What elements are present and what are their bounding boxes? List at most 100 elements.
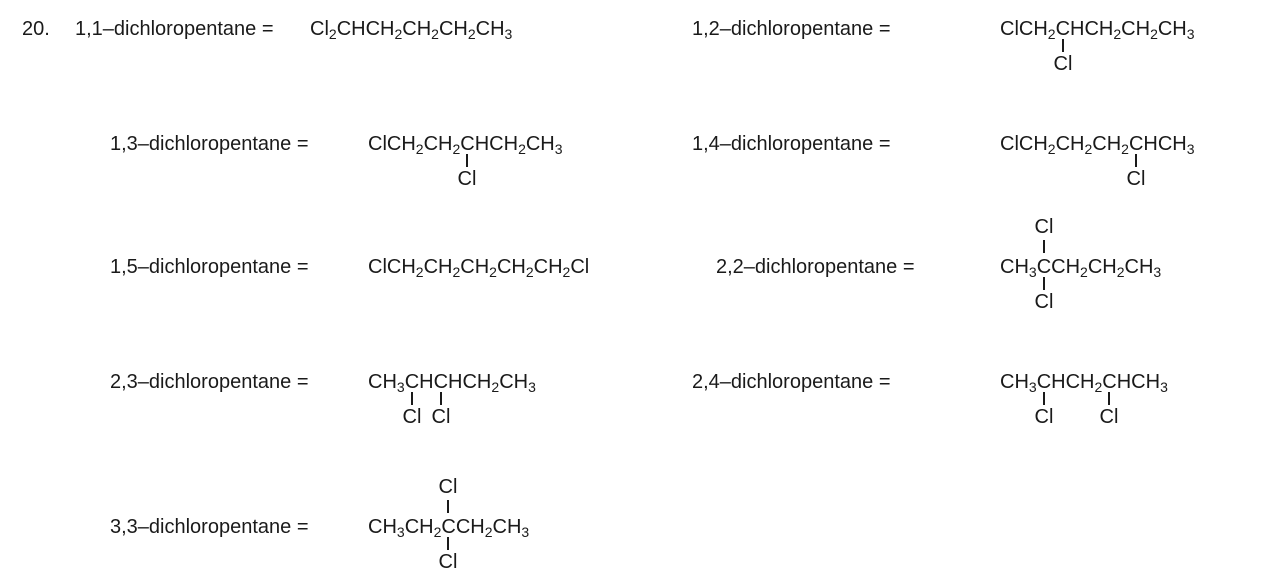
structural-formula-e33: CH3CH2CCH2CH3 [368, 515, 529, 539]
compound-name-e13: 1,3–dichloropentane = [110, 132, 309, 156]
formula-segment: CH [368, 516, 397, 538]
subscript: 2 [1084, 141, 1093, 157]
subscript: 2 [525, 264, 534, 280]
subscript: 2 [1150, 26, 1158, 42]
formula-segment: Cl [570, 256, 590, 278]
formula-segment: CH [525, 133, 555, 155]
compound-name-text: 1,5–dichloropentane [110, 256, 292, 278]
formula-segment: CH [1051, 256, 1081, 278]
bond-line [447, 537, 449, 550]
chlorine-substituent: Cl [438, 476, 458, 498]
subscript: 2 [452, 264, 461, 280]
chlorine-substituent: Cl [431, 406, 451, 428]
chlorine-substituent: Cl [1034, 291, 1054, 313]
structural-formula-e15: ClCH2CH2CH2CH2CH2Cl [368, 255, 589, 279]
formula-segment: CH [1000, 256, 1029, 278]
formula-segment: C [441, 516, 456, 538]
compound-name-text: 2,3–dichloropentane [110, 371, 292, 393]
subscript: 3 [504, 26, 513, 42]
formula-segment: CHCH [336, 18, 395, 40]
formula-segment: CH [475, 18, 505, 40]
formula-segment: H [419, 371, 434, 393]
subscript: 2 [484, 524, 493, 540]
subscript: 3 [1186, 26, 1195, 42]
subscript: 2 [1047, 141, 1056, 157]
chlorine-substituent: Cl [1126, 168, 1146, 190]
formula-segment: CH [402, 18, 432, 40]
structural-formula-e14: ClCH2CH2CH2CHCH3 [1000, 132, 1195, 156]
formula-segment: CH [438, 18, 468, 40]
formula-segment: CH [455, 516, 485, 538]
compound-name-text: 1,2–dichloropentane [692, 18, 874, 40]
subscript: 2 [328, 26, 337, 42]
bond-line [1108, 392, 1110, 405]
bond-line [1043, 240, 1045, 253]
subscript: 3 [1160, 379, 1168, 395]
subscript: 3 [554, 141, 563, 157]
structural-formula-e24: CH3CHCH2CHCH3 [1000, 370, 1168, 394]
equals-sign: = [873, 18, 891, 40]
subscript: 2 [518, 141, 526, 157]
chlorine-substituent: Cl [1034, 406, 1054, 428]
subscript: 2 [491, 379, 500, 395]
compound-name-e23: 2,3–dichloropentane = [110, 370, 309, 394]
subscript: 3 [396, 524, 405, 540]
structural-formula-e11: Cl2CHCH2CH2CH2CH3 [310, 17, 512, 41]
formula-segment: CH [1087, 256, 1117, 278]
subscript: 2 [562, 264, 571, 280]
formula-segment: ClCH [1000, 18, 1048, 40]
bond-line [440, 392, 442, 405]
subscript: 2 [394, 26, 403, 42]
formula-segment: CH [533, 256, 563, 278]
equals-sign: = [873, 133, 891, 155]
formula-segment: CH [1157, 18, 1187, 40]
formula-segment: HCH [448, 371, 492, 393]
compound-name-text: 2,4–dichloropentane [692, 371, 874, 393]
compound-name-text: 1,3–dichloropentane [110, 133, 292, 155]
subscript: 3 [1028, 264, 1037, 280]
subscript: 3 [396, 379, 405, 395]
structural-formula-e13: ClCH2CH2CHCH2CH3 [368, 132, 563, 156]
structural-formula-e23: CH3CHCHCH2CH3 [368, 370, 536, 394]
compound-name-text: 1,4–dichloropentane [692, 133, 874, 155]
subscript: 2 [1080, 264, 1088, 280]
subscript: 2 [1121, 141, 1129, 157]
formula-segment: CH [1121, 18, 1151, 40]
equals-sign: = [291, 256, 309, 278]
formula-segment: C [1055, 18, 1071, 40]
subscript: 2 [431, 26, 439, 42]
compound-name-text: 1,1–dichloropentane [75, 18, 257, 40]
bond-line [1043, 392, 1045, 405]
formula-segment: HCH [1116, 371, 1161, 393]
subscript: 3 [1186, 141, 1195, 157]
equals-sign: = [897, 256, 915, 278]
formula-segment: CH [499, 371, 529, 393]
subscript: 2 [467, 26, 476, 42]
chlorine-substituent: Cl [1034, 216, 1054, 238]
subscript: 2 [452, 141, 461, 157]
formula-segment: CH [1055, 133, 1085, 155]
formula-segment: CH [1092, 133, 1122, 155]
chlorine-substituent: Cl [1053, 53, 1073, 75]
structural-formula-e12: ClCH2CHCH2CH2CH3 [1000, 17, 1195, 41]
formula-segment: CH [492, 516, 522, 538]
equals-sign: = [291, 133, 309, 155]
bond-line [447, 500, 449, 513]
bond-line [1062, 39, 1064, 52]
compound-name-e15: 1,5–dichloropentane = [110, 255, 309, 279]
bond-line [466, 154, 468, 167]
formula-segment: C [1036, 256, 1052, 278]
compound-name-e24: 2,4–dichloropentane = [692, 370, 891, 394]
formula-segment: C [1128, 133, 1144, 155]
equals-sign: = [291, 516, 309, 538]
compound-name-e33: 3,3–dichloropentane = [110, 515, 309, 539]
formula-segment: CH [368, 371, 397, 393]
subscript: 3 [1028, 379, 1037, 395]
formula-segment: C [433, 371, 449, 393]
bond-line [1135, 154, 1137, 167]
formula-segment: C [1102, 371, 1117, 393]
formula-segment: CH [404, 516, 434, 538]
subscript: 2 [1094, 379, 1103, 395]
formula-segment: ClCH [1000, 133, 1048, 155]
